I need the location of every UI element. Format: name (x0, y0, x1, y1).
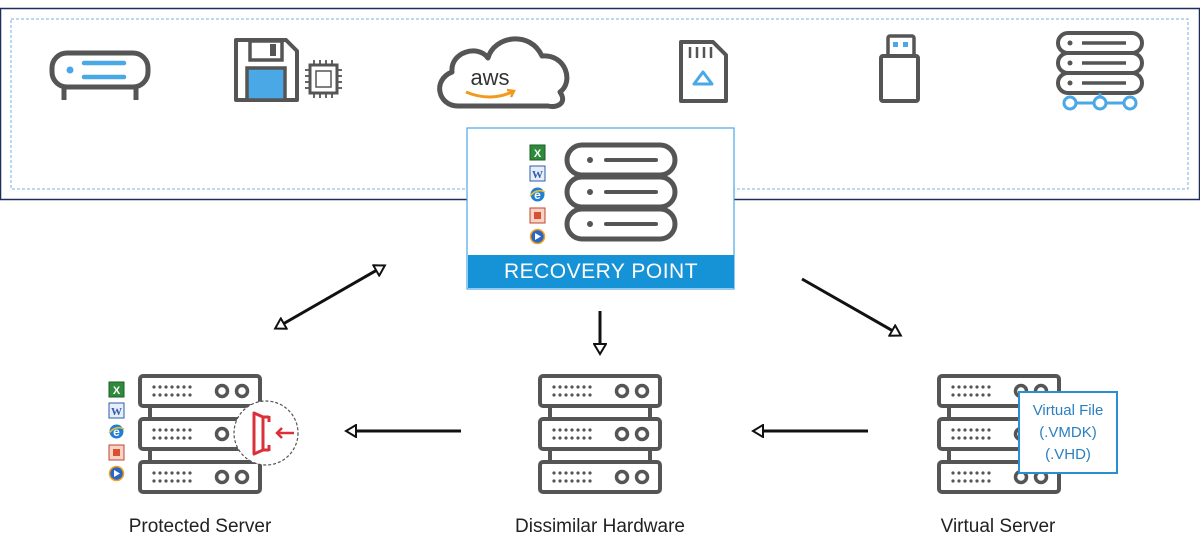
arrow-recovery-protected (276, 266, 384, 328)
protect-badge-icon (233, 400, 299, 466)
dissimilar-hardware-rack-icon (540, 376, 660, 492)
virtual-server-label: Virtual Server (940, 516, 1056, 537)
virtual-file-line2: (.VMDK) (1039, 424, 1097, 441)
arrow-recovery-virtual (801, 277, 900, 335)
recovery-point-label: RECOVERY POINT (468, 255, 734, 288)
sd-card-icon (679, 40, 728, 103)
floppy-icon (234, 38, 299, 102)
network-storage-icon (1056, 31, 1144, 111)
virtual-file-line3: (.VHD) (1045, 446, 1091, 463)
virtual-file-line1: Virtual File (1032, 402, 1104, 419)
virtual-file-box: Virtual File (.VMDK) (.VHD) (1018, 391, 1118, 474)
protected-server-app-icons (109, 382, 124, 481)
aws-cloud-icon: aws (437, 36, 570, 109)
chip-icon (305, 60, 342, 98)
protected-server-label: Protected Server (128, 516, 272, 537)
recovery-point-database-icon (564, 142, 678, 242)
dissimilar-hardware-label: Dissimilar Hardware (515, 516, 685, 537)
usb-drive-icon (879, 34, 920, 103)
nas-icon (49, 50, 151, 100)
aws-label: aws (470, 65, 509, 90)
